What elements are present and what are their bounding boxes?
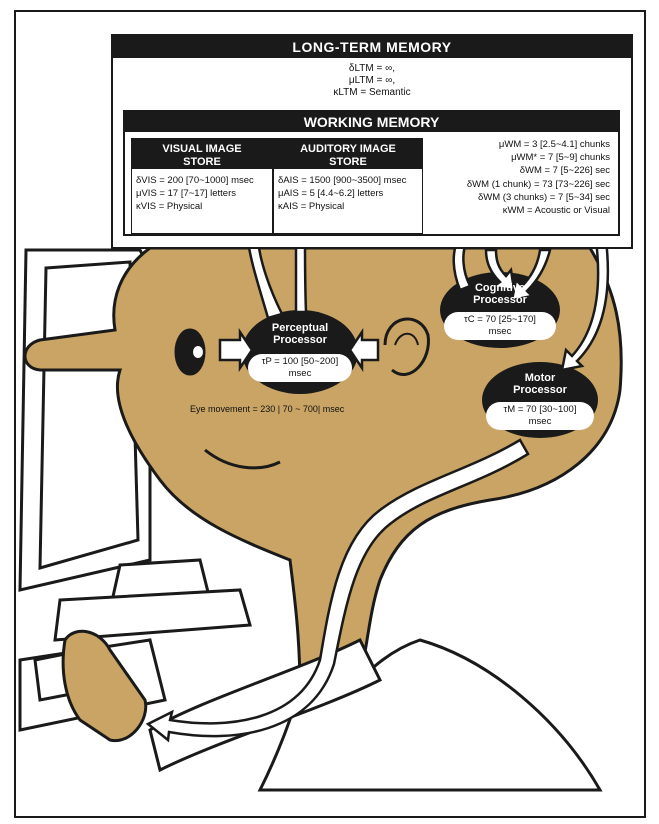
ais-decay-param: δAIS = 1500 [900~3500] msec (278, 175, 407, 186)
long-term-memory-title: LONG-TERM MEMORY (113, 36, 631, 58)
monitor-base (53, 588, 252, 642)
wm-to-motor-arrow (560, 238, 610, 372)
wm-decay-3-chunks-param: δWM (3 chunks) = 7 [5~34] sec (477, 191, 610, 203)
perceptual-title-line1: Perceptual (271, 322, 329, 334)
wm-capacity-param: μWM = 3 [2.5~4.1] chunks (498, 139, 610, 150)
perceptual-cycle-time: τP = 100 [50~200] (261, 356, 339, 367)
eye-movement-note: Eye movement = 230 | 70 ~ 700| msec (190, 404, 345, 414)
auditory-image-store-params: δAIS = 1500 [900~3500] msec μAIS = 5 [4.… (274, 169, 422, 213)
motor-to-hand-arrow (145, 438, 530, 743)
motor-processor-params: τM = 70 [30~100] msec (486, 404, 594, 428)
hand (61, 629, 148, 743)
motor-title-line1: Motor (524, 372, 556, 384)
cognitive-title-line1: Cognitive (474, 282, 526, 294)
auditory-image-store-title: AUDITORY IMAGE STORE (274, 139, 422, 169)
visual-image-store-box: VISUAL IMAGE STORE δVIS = 200 [70~1000] … (131, 138, 273, 234)
wm-to-cognitive-arrow-1 (484, 248, 516, 292)
vis-decay-param: δVIS = 200 [70~1000] msec (136, 175, 254, 186)
wm-code-param: κWM = Acoustic or Visual (502, 205, 610, 217)
perceptual-processor-label: Perceptual Processor (250, 322, 350, 346)
motor-title-line2: Processor (513, 384, 567, 396)
visual-image-store-params: δVIS = 200 [70~1000] msec μVIS = 17 [7~1… (132, 169, 272, 213)
wm-capacity-star-param: μWM* = 7 [5~9] chunks (511, 152, 610, 164)
ltm-capacity-param: μLTM = ∞, (348, 75, 396, 86)
cognitive-param-bg (444, 312, 556, 340)
vis-title-line1: VISUAL IMAGE (162, 143, 242, 155)
ltm-decay-param: δLTM = ∞, (348, 63, 396, 74)
wm-decay-1-chunk-param: δWM (1 chunk) = 73 [73~226] sec (466, 178, 610, 190)
perceptual-cycle-unit: msec (288, 368, 312, 379)
cognitive-cycle-time: τC = 70 [25~170] (464, 314, 536, 325)
long-term-memory-params: δLTM = ∞, μLTM = ∞, κLTM = Semantic (113, 63, 631, 99)
ltm-code-param: κLTM = Semantic (333, 87, 411, 98)
eye-to-perceptual-arrow (218, 327, 254, 373)
smile (204, 448, 281, 470)
vis-title-line2: STORE (183, 156, 221, 168)
wm-decay-param: δWM = 7 [5~226] sec (519, 165, 610, 177)
motor-cycle-time: τM = 70 [30~100] (503, 404, 577, 415)
ear-inner (394, 332, 419, 346)
motor-processor-label: Motor Processor (490, 372, 590, 396)
eye-highlight (193, 346, 203, 358)
perceptual-param-bg (248, 354, 352, 382)
perceptual-title-line2: Processor (273, 334, 327, 346)
vis-capacity-param: μVIS = 17 [7~17] letters (136, 188, 237, 199)
eye (174, 328, 206, 376)
outer-frame (14, 10, 646, 818)
ais-capacity-param: μAIS = 5 [4.4~6.2] letters (278, 188, 384, 199)
ear (383, 317, 430, 377)
cognitive-cycle-unit: msec (488, 326, 512, 337)
ear-to-perceptual-arrow (348, 327, 380, 373)
body-shoulder (257, 638, 603, 792)
ais-title-line1: AUDITORY IMAGE (300, 143, 396, 155)
visual-image-store-title: VISUAL IMAGE STORE (132, 139, 272, 169)
cognitive-processor-params: τC = 70 [25~170] msec (444, 314, 556, 338)
working-memory-title: WORKING MEMORY (125, 112, 618, 132)
ais-title-line2: STORE (329, 156, 367, 168)
cognitive-title-line2: Processor (473, 294, 527, 306)
vis-code-param: κVIS = Physical (136, 201, 203, 212)
perceptual-processor-params: τP = 100 [50~200] msec (248, 356, 352, 380)
motor-param-bg (486, 402, 594, 430)
auditory-image-store-box: AUDITORY IMAGE STORE δAIS = 1500 [900~35… (273, 138, 423, 234)
wm-to-cognitive-arrow-2 (510, 248, 552, 302)
working-memory-params: μWM = 3 [2.5~4.1] chunks μWM* = 7 [5~9] … (467, 138, 610, 217)
ais-code-param: κAIS = Physical (278, 201, 345, 212)
motor-cycle-unit: msec (528, 416, 552, 427)
cognitive-processor-label: Cognitive Processor (450, 282, 550, 306)
working-memory-box: WORKING MEMORY VISUAL IMAGE STORE δVIS =… (123, 110, 620, 236)
